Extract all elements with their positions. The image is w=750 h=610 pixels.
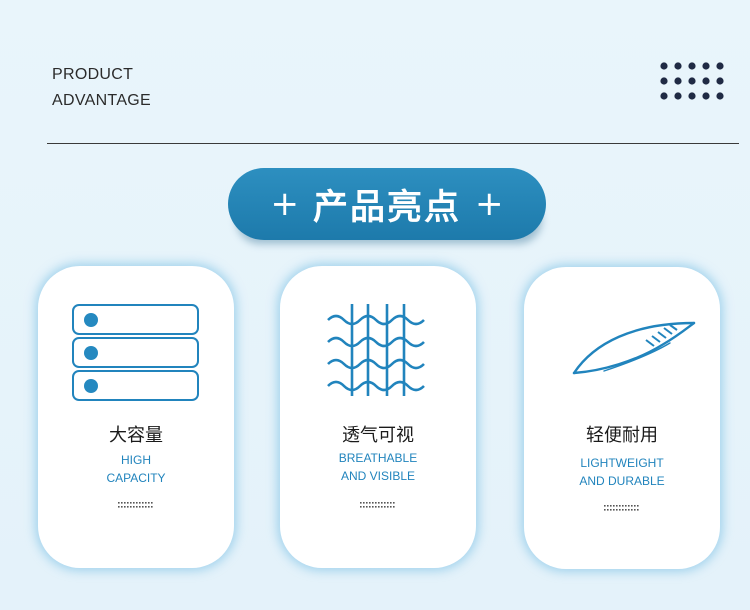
card-subtitle-line-2: AND DURABLE bbox=[579, 474, 665, 488]
feature-card-breathable: 透气可视 BREATHABLE AND VISIBLE bbox=[280, 266, 476, 568]
card-title: 轻便耐用 bbox=[586, 425, 658, 446]
highlights-banner: + 产品亮点 + bbox=[228, 168, 546, 240]
dot-grid-icon bbox=[660, 62, 724, 100]
card-subtitle-line-1: LIGHTWEIGHT bbox=[580, 456, 664, 470]
ellipsis-icon bbox=[604, 505, 639, 511]
heading-line-2: ADVANTAGE bbox=[52, 92, 152, 109]
feature-card-lightweight: 轻便耐用 LIGHTWEIGHT AND DURABLE bbox=[524, 267, 720, 569]
card-title: 透气可视 bbox=[342, 425, 414, 446]
banner-title: 产品亮点 bbox=[312, 187, 461, 228]
card-subtitle-line-1: BREATHABLE bbox=[338, 451, 418, 465]
feather-icon bbox=[572, 321, 696, 375]
feature-card-capacity: 大容量 HIGH CAPACITY bbox=[38, 266, 234, 568]
plus-icon-right: + bbox=[475, 184, 504, 224]
heading-line-1: PRODUCT bbox=[52, 66, 134, 83]
plus-icon-left: + bbox=[270, 184, 299, 224]
card-subtitle-line-2: CAPACITY bbox=[106, 471, 166, 485]
card-subtitle-line-2: AND VISIBLE bbox=[340, 469, 416, 483]
card-subtitle-line-1: HIGH bbox=[121, 453, 151, 467]
mesh-fabric-icon bbox=[327, 304, 425, 396]
card-title: 大容量 bbox=[109, 425, 163, 446]
section-heading: PRODUCT ADVANTAGE bbox=[52, 62, 151, 114]
storage-layers-icon bbox=[72, 304, 199, 401]
ellipsis-icon bbox=[360, 502, 395, 508]
header-divider bbox=[47, 143, 739, 144]
ellipsis-icon bbox=[118, 502, 153, 508]
